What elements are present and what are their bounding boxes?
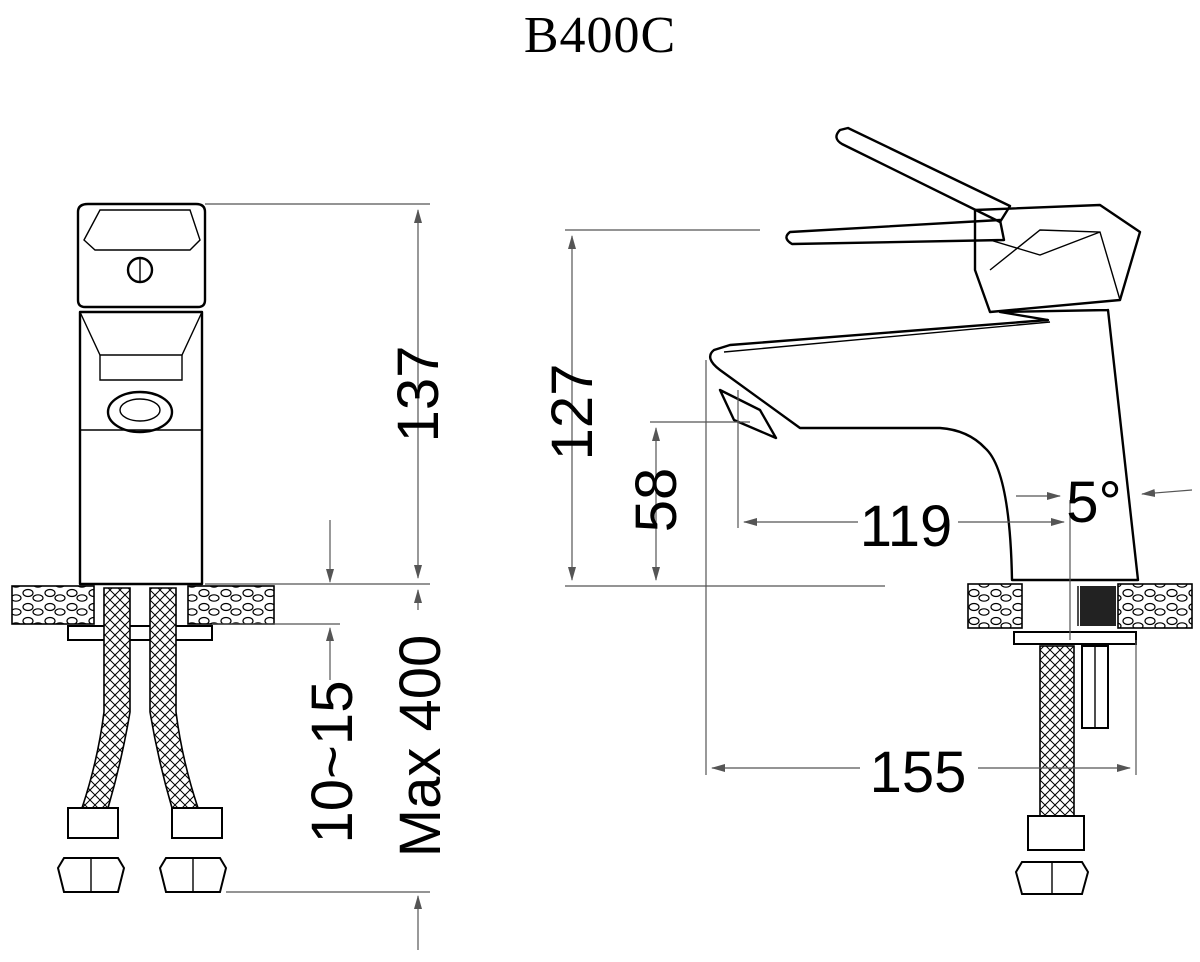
front-dimensions	[205, 203, 430, 950]
dim-spout-height: 58	[624, 468, 689, 533]
front-body	[78, 310, 204, 586]
side-mounting-nut	[1013, 631, 1137, 645]
front-view	[11, 202, 275, 893]
dim-tilt-angle: 5°	[1066, 470, 1121, 535]
side-deck-right	[1117, 583, 1193, 629]
front-mounting-nut	[67, 625, 213, 641]
front-aerator	[106, 390, 174, 434]
front-deck-left	[11, 585, 95, 625]
front-handle	[76, 202, 207, 309]
side-body-spout	[708, 308, 1140, 582]
side-lever	[835, 126, 1012, 224]
front-ferrule-left	[67, 807, 119, 839]
dim-hose-length: Max 400	[388, 635, 453, 857]
dim-deck-thickness: 10~15	[300, 681, 365, 844]
side-hose	[1039, 645, 1075, 817]
side-deck-left	[967, 583, 1023, 629]
dim-overall-depth: 155	[870, 740, 967, 805]
side-view	[708, 126, 1193, 895]
side-ferrule	[1027, 815, 1085, 851]
front-ferrule-right	[171, 807, 223, 839]
side-dimensions	[565, 229, 1193, 775]
front-deck-right	[187, 585, 275, 625]
side-shank	[1080, 586, 1116, 626]
dim-front-height: 137	[386, 346, 451, 443]
side-aerator	[718, 388, 778, 440]
drawing-title: B400C	[523, 7, 677, 64]
dim-side-height: 127	[540, 364, 605, 461]
dim-spout-reach: 119	[860, 494, 952, 559]
